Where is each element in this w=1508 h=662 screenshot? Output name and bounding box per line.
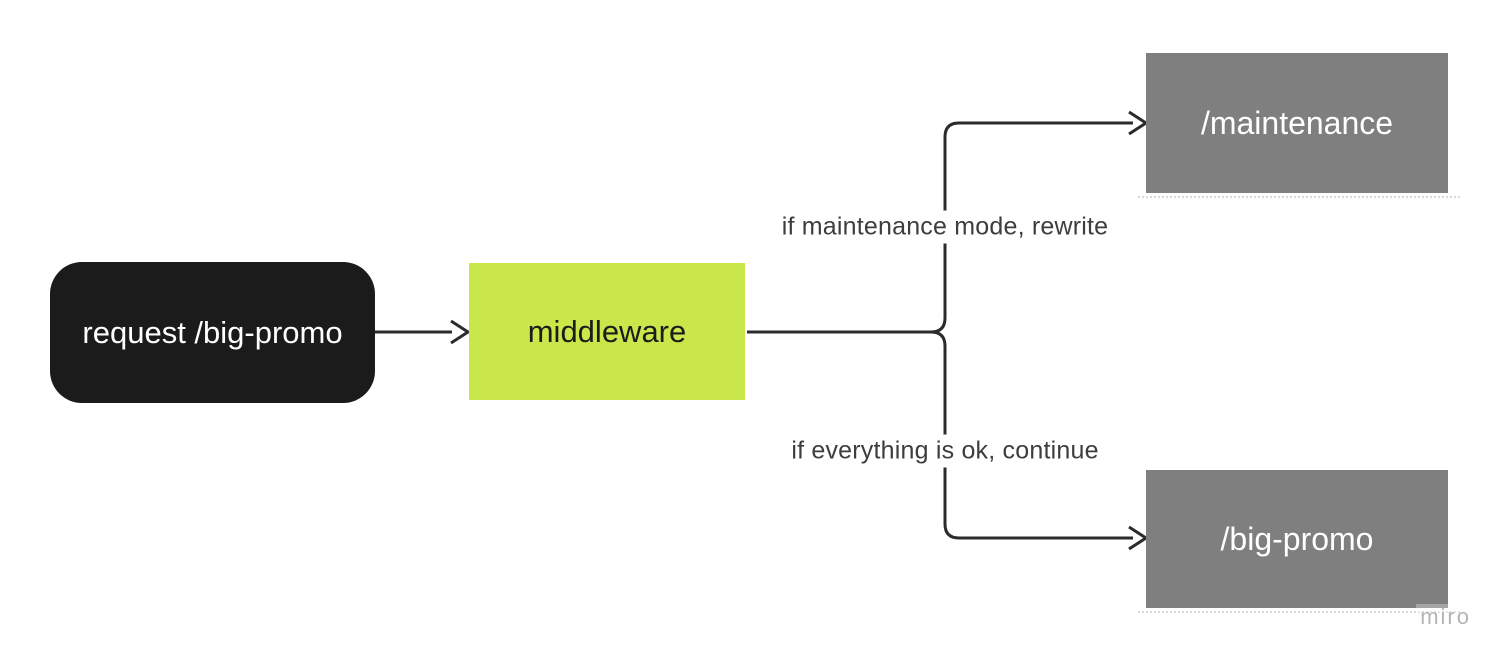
node-request-label: request /big-promo — [82, 314, 343, 350]
node-middleware[interactable]: middleware — [469, 263, 745, 400]
edge-label-maintenance-condition[interactable]: if maintenance mode, rewrite — [774, 210, 1116, 244]
arrowhead-middleware-icon — [450, 319, 471, 345]
node-big-promo-label: /big-promo — [1220, 520, 1374, 557]
node-request-big-promo[interactable]: request /big-promo — [50, 262, 375, 403]
node-maintenance-shadow — [1138, 196, 1460, 198]
node-big-promo-shadow — [1138, 611, 1460, 613]
node-big-promo[interactable]: /big-promo — [1146, 470, 1448, 608]
node-middleware-label: middleware — [527, 313, 687, 349]
node-maintenance[interactable]: /maintenance — [1146, 53, 1448, 193]
miro-watermark: miro — [1416, 604, 1475, 633]
edge-label-continue-condition[interactable]: if everything is ok, continue — [784, 434, 1106, 468]
node-maintenance-label: /maintenance — [1200, 104, 1394, 141]
